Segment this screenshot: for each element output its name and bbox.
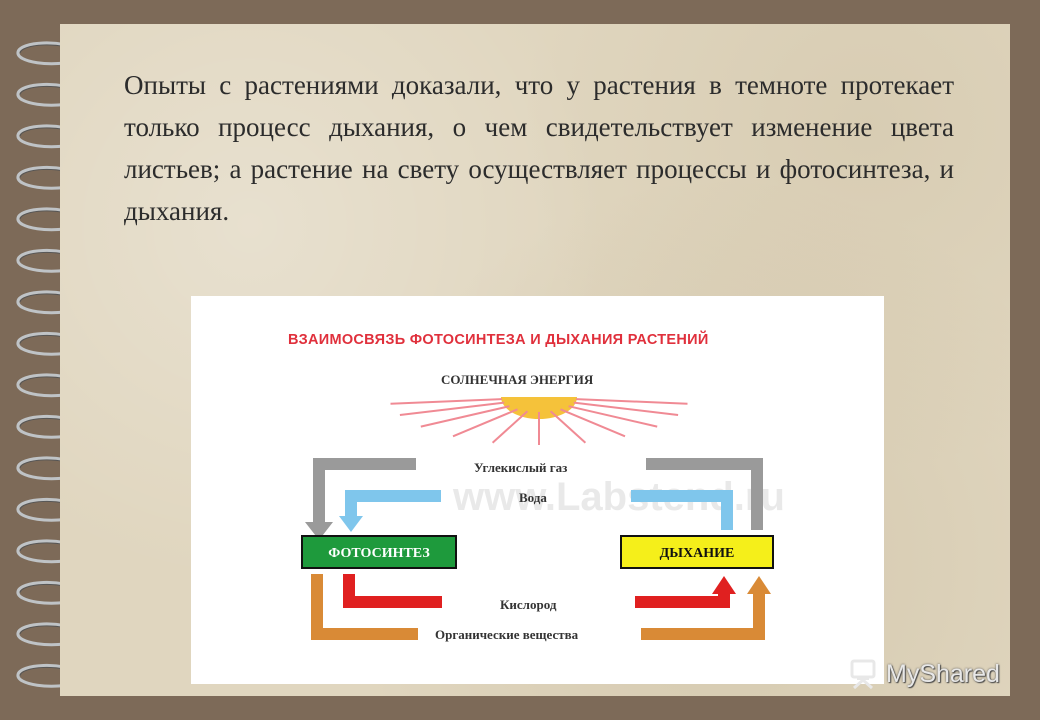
sun-ray <box>549 410 587 444</box>
sun-ray <box>399 401 505 416</box>
organic-label: Органические вещества <box>435 627 579 642</box>
sun-ray <box>576 398 688 405</box>
sun-ray <box>491 410 529 444</box>
organic-arrow-left <box>311 574 418 640</box>
sun-ray <box>420 405 510 428</box>
co2-arrow-right <box>646 458 763 530</box>
slide-paragraph: Опыты с растениями доказали, что у расте… <box>124 70 954 226</box>
myshared-logo-icon <box>850 659 876 690</box>
respiration-box <box>620 535 774 569</box>
co2-label: Углекислый газ <box>474 460 567 475</box>
photosynthesis-label: ФОТОСИНТЕЗ <box>328 546 429 561</box>
water-label: Вода <box>519 490 547 505</box>
organic-arrow-right <box>641 592 765 640</box>
sun-rays <box>390 398 688 445</box>
oxygen-label: Кислород <box>500 597 557 612</box>
water-arrow-left <box>345 490 441 518</box>
sun-ray <box>560 408 626 438</box>
water-arrowhead-left <box>339 516 363 532</box>
sun-ray <box>568 405 658 428</box>
co2-arrowhead-left <box>305 522 333 540</box>
photosynthesis-box <box>301 535 457 569</box>
myshared-logo-text: MyShared <box>886 659 1000 688</box>
oxygen-arrowhead-right <box>712 576 736 594</box>
organic-arrowhead-right <box>747 576 771 594</box>
watermark-text: www.Labstend.ru <box>452 475 785 519</box>
sun-ray <box>390 398 502 405</box>
sun-ray <box>573 401 679 416</box>
co2-arrow-left <box>313 458 416 524</box>
diagram-figure: www.Labstend.ru ВЗАИМОСВЯЗЬ ФОТОСИНТЕЗА … <box>191 296 884 684</box>
energy-label: СОЛНЕЧНАЯ ЭНЕРГИЯ <box>441 372 594 387</box>
respiration-label: ДЫХАНИЕ <box>660 546 735 561</box>
oxygen-arrow-right <box>635 592 730 608</box>
water-arrow-right <box>631 490 733 530</box>
sun-ray <box>452 408 518 438</box>
oxygen-arrow-left <box>343 574 442 608</box>
sun-icon <box>501 397 577 419</box>
diagram-title: ВЗАИМОСВЯЗЬ ФОТОСИНТЕЗА И ДЫХАНИЯ РАСТЕН… <box>288 330 709 348</box>
myshared-logo: MyShared <box>848 656 1000 692</box>
